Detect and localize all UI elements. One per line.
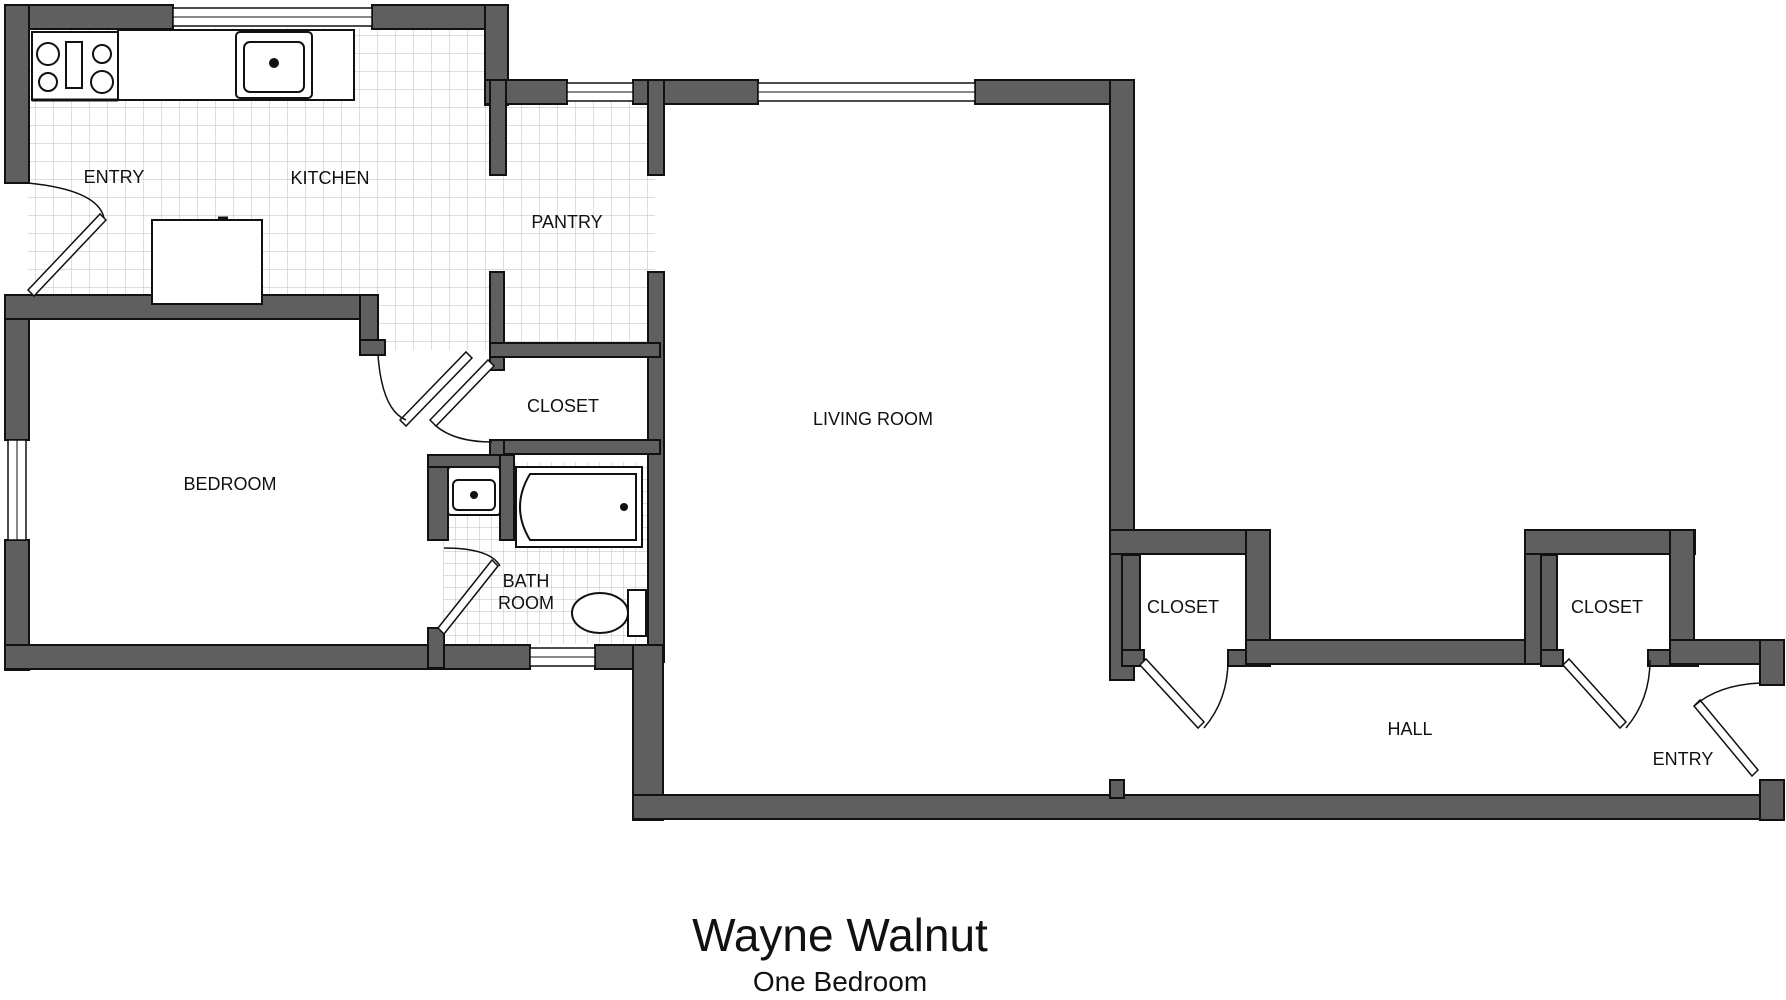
bathtub-icon xyxy=(515,466,643,548)
label-kitchen: KITCHEN xyxy=(290,168,369,188)
label-bath-line2: ROOM xyxy=(498,593,554,613)
label-closet-hall-right: CLOSET xyxy=(1571,597,1643,617)
label-entry-right: ENTRY xyxy=(1653,749,1714,769)
label-bedroom: BEDROOM xyxy=(183,474,276,494)
kitchen-sink-icon xyxy=(235,31,313,99)
bath-sink-icon xyxy=(447,466,501,516)
toilet-icon xyxy=(571,589,647,637)
refrigerator xyxy=(151,219,263,305)
plan-subtitle: One Bedroom xyxy=(752,966,928,997)
label-bath-line1: BATH xyxy=(503,571,550,591)
label-living-room: LIVING ROOM xyxy=(813,409,933,429)
label-closet-center: CLOSET xyxy=(527,396,599,416)
doors xyxy=(26,182,1761,778)
plan-title: Wayne Walnut xyxy=(692,909,988,961)
label-pantry: PANTRY xyxy=(531,212,602,232)
walls xyxy=(4,4,1785,821)
label-hall: HALL xyxy=(1387,719,1432,739)
label-entry-left: ENTRY xyxy=(84,167,145,187)
windows xyxy=(7,7,976,667)
range-icon xyxy=(31,31,119,101)
label-closet-hall-left: CLOSET xyxy=(1147,597,1219,617)
